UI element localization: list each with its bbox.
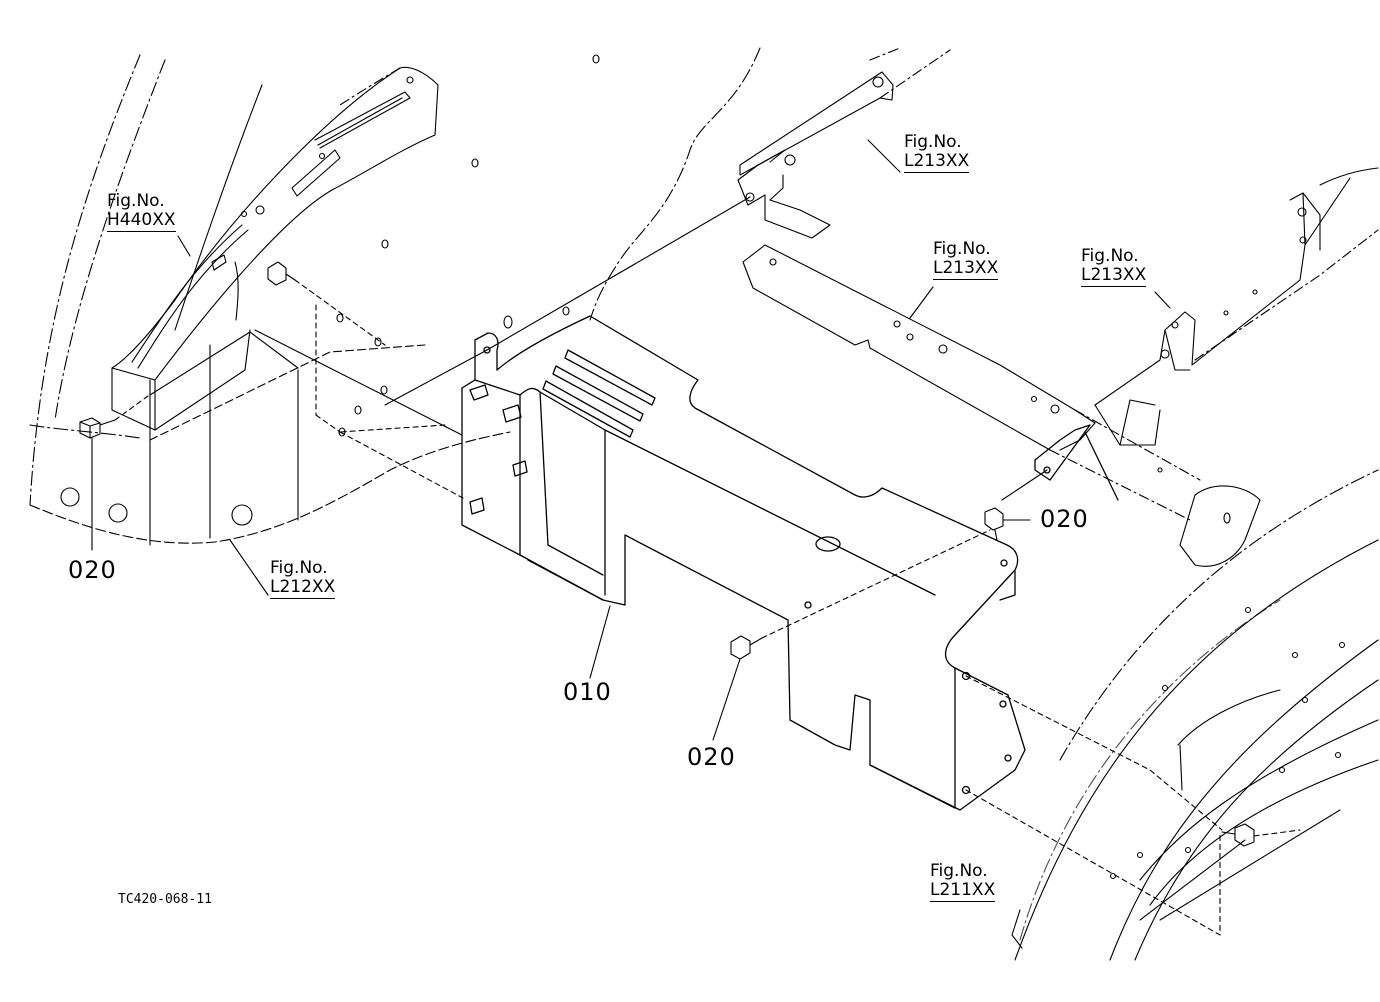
fig-ref-prefix: Fig.No. — [107, 191, 165, 211]
bolt-left — [79, 417, 116, 439]
assembly-lines-solid — [149, 196, 1341, 921]
fig-ref-prefix: Fig.No. — [933, 239, 991, 259]
left-fender — [29, 54, 511, 546]
fig-ref-code: L211XX — [930, 880, 996, 902]
right-upper-bracket — [1094, 167, 1379, 473]
part-number-020-left: 020 — [68, 556, 117, 584]
fig-ref-code: L213XX — [1081, 265, 1147, 287]
fig-ref-l212: Fig.No. L212XX — [270, 558, 336, 599]
part-number-020-bottom: 020 — [687, 743, 736, 771]
fig-ref-l213-top: Fig.No. L213XX — [904, 132, 970, 173]
left-upper-bracket — [111, 66, 439, 431]
bolt-right-lower — [1221, 823, 1255, 847]
part-number-010: 010 — [563, 678, 612, 706]
fig-ref-code: L212XX — [270, 577, 336, 599]
fig-ref-prefix: Fig.No. — [904, 132, 962, 152]
fig-ref-code: L213XX — [933, 258, 999, 280]
drawing-code: TC420-068-11 — [118, 892, 212, 907]
part-number-020-right: 020 — [1040, 505, 1089, 533]
main-cover-part-010 — [461, 315, 1119, 811]
fig-ref-l213-right: Fig.No. L213XX — [1081, 246, 1147, 287]
fig-ref-code: H440XX — [107, 210, 176, 232]
bolt-center-right — [984, 507, 1004, 541]
fig-ref-code: L213XX — [904, 151, 970, 173]
cross-member — [742, 244, 1201, 521]
bolt-lower — [730, 635, 763, 660]
fig-ref-l211: Fig.No. L211XX — [930, 861, 996, 902]
fig-ref-h440: Fig.No. H440XX — [107, 192, 176, 232]
assembly-lines — [114, 279, 1301, 936]
fig-ref-l213-middle: Fig.No. L213XX — [933, 239, 999, 280]
fig-ref-prefix: Fig.No. — [270, 558, 328, 578]
right-fender — [1014, 469, 1379, 961]
fig-ref-prefix: Fig.No. — [1081, 246, 1139, 266]
fig-ref-prefix: Fig.No. — [930, 861, 988, 881]
leader-lines — [91, 139, 1171, 949]
top-rail — [737, 47, 951, 239]
bolt-upper — [267, 261, 296, 286]
